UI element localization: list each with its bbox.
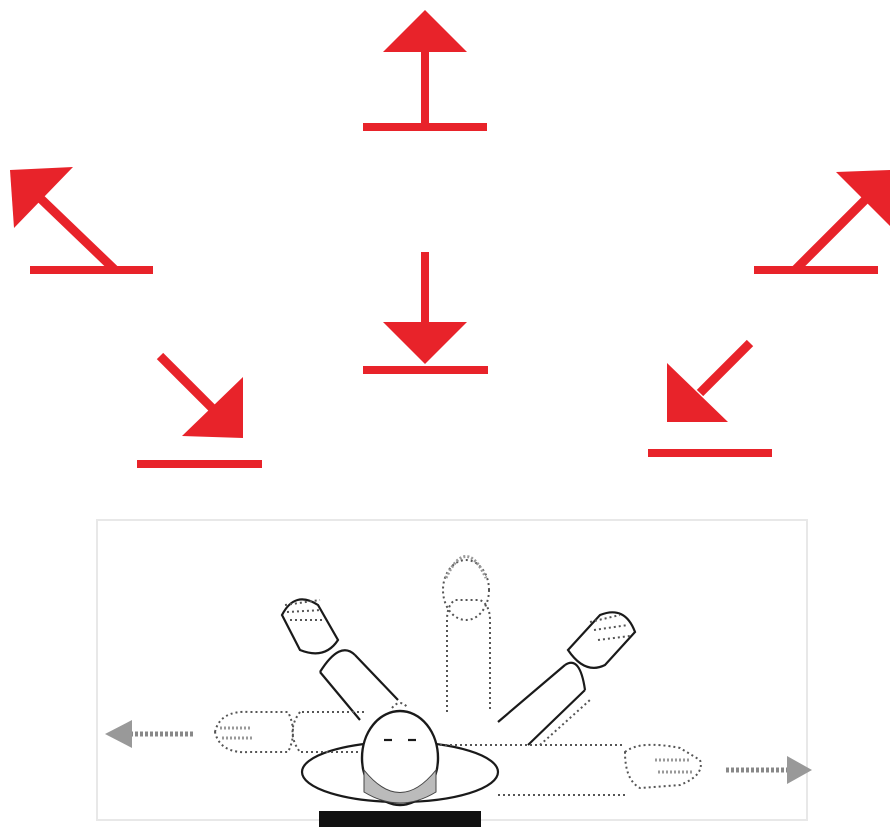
arrow-down-right-onto-bar-icon (137, 356, 262, 464)
head (362, 703, 438, 805)
arrow-left-icon (105, 720, 195, 748)
arrow-up-from-bar-icon (363, 10, 487, 127)
arrow-up-right-from-bar-icon (754, 170, 890, 270)
arrow-right-icon (726, 756, 812, 784)
arm-up-left (282, 599, 398, 720)
arm-up-right (498, 612, 635, 745)
person-lying-arm-positions-icon (97, 520, 812, 827)
arm-right-dotted (440, 700, 701, 795)
arm-up-dotted (443, 557, 490, 713)
arrow-down-onto-bar-icon (363, 252, 488, 370)
arm-left-dotted (215, 712, 364, 752)
arrow-up-left-from-bar-icon (10, 167, 153, 270)
base-block (319, 811, 481, 827)
arrow-down-left-onto-bar-icon (648, 343, 772, 453)
